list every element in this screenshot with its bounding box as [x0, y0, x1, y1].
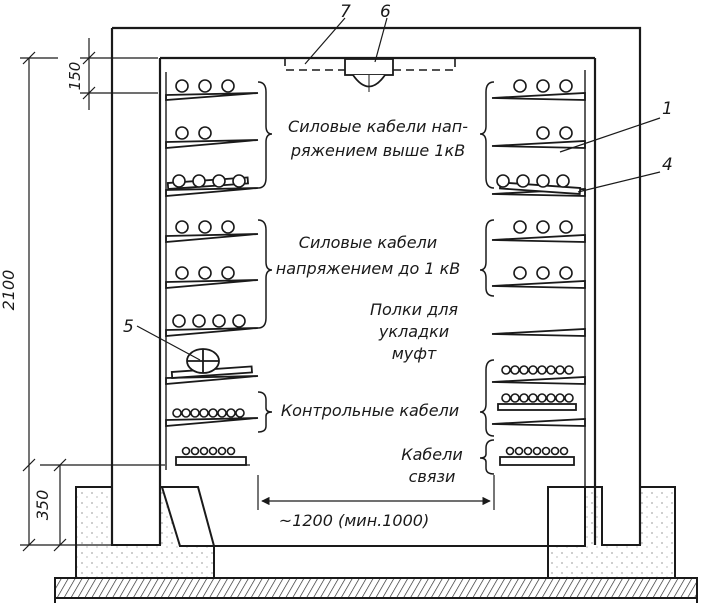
label-power-low-2: напряжением до 1 кВ — [276, 259, 460, 278]
leader-6 — [374, 17, 388, 63]
tunnel-structure — [110, 26, 642, 545]
lighting-line-7 — [284, 58, 456, 71]
left-comm-tray — [175, 456, 247, 466]
label-comm-2: связи — [409, 467, 456, 486]
right-shelf-4 — [491, 234, 586, 243]
right-shelf-8 — [491, 418, 586, 427]
right-shelf-1 — [491, 92, 586, 101]
callout-7: 7 — [340, 2, 351, 22]
dim-150: 150 — [66, 62, 84, 91]
dim-2100: 2100 — [0, 270, 18, 311]
brace-left-control — [257, 391, 273, 433]
left-cables — [172, 79, 246, 456]
dim-350: 350 — [33, 490, 52, 521]
right-shelf-5 — [491, 280, 586, 289]
left-shelves — [165, 92, 259, 466]
brace-right-control — [479, 359, 495, 437]
base-slab — [54, 577, 698, 603]
cable-joint-5 — [186, 348, 220, 374]
left-shelf-1 — [165, 92, 259, 101]
callout-leaders — [136, 17, 661, 361]
foundation — [75, 486, 676, 579]
right-control-tray — [497, 403, 577, 411]
leader-7 — [304, 17, 346, 65]
label-comm-1: Кабели — [401, 445, 463, 464]
label-power-high-2: ряжением выше 1кВ — [290, 141, 465, 160]
group-braces — [257, 81, 495, 475]
label-power-low-1: Силовые кабели — [299, 233, 437, 252]
label-joints-1: Полки для — [370, 300, 458, 319]
right-shelf-2 — [491, 140, 586, 149]
callout-4: 4 — [662, 155, 673, 175]
right-comm-tray — [499, 456, 575, 466]
brace-right-high — [479, 81, 495, 189]
right-cables — [496, 79, 574, 456]
brace-right-comm — [479, 439, 495, 475]
callout-1: 1 — [662, 99, 673, 119]
right-shelf-6 — [491, 328, 586, 337]
left-shelf-2 — [165, 139, 259, 149]
dim-width: ~1200 (мин.1000) — [279, 511, 429, 530]
left-shelf-6 — [165, 327, 259, 337]
right-shelf-7 — [491, 376, 586, 385]
label-joints-2: укладки — [378, 322, 449, 341]
leader-4 — [577, 171, 661, 193]
leader-5 — [136, 325, 201, 361]
brace-right-low — [479, 219, 495, 297]
ceiling-light-6 — [344, 58, 394, 92]
left-shelf-4 — [165, 233, 259, 243]
left-shelf-7 — [165, 375, 259, 385]
leader-1 — [559, 117, 661, 153]
label-control: Контрольные кабели — [281, 401, 459, 420]
callout-6: 6 — [380, 2, 391, 22]
left-joint-tray — [166, 176, 249, 190]
brace-left-low — [257, 219, 273, 329]
left-shelf-5 — [165, 279, 259, 289]
callout-5: 5 — [123, 317, 134, 337]
left-shelf-3 — [165, 187, 259, 197]
left-shelf-8 — [165, 417, 259, 427]
brace-left-high — [257, 81, 273, 189]
label-power-high-1: Силовые кабели нап- — [288, 117, 468, 136]
label-joints-3: муфт — [392, 344, 437, 363]
dimension-lines — [20, 38, 495, 552]
